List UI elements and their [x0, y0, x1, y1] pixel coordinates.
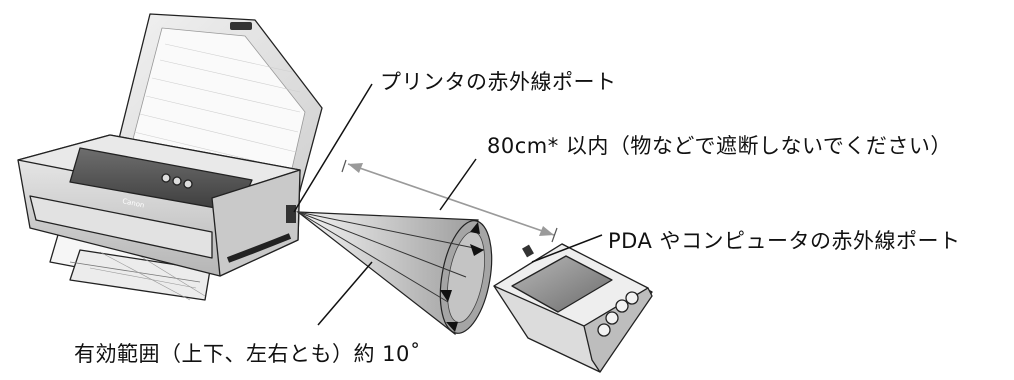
leader-lines: [293, 83, 603, 326]
distance-label: 80cm* 以内（物などで遮断しないでください）: [487, 134, 952, 158]
distance-arrow: [341, 159, 558, 243]
pda-device: [493, 243, 653, 373]
effective-range-label: 有効範囲（上下、左右とも）約 10˚: [74, 342, 421, 366]
leader-printer-port: [293, 83, 373, 213]
pda-ir-port: [522, 244, 534, 258]
printer: Canon: [17, 13, 323, 301]
leader-distance: [439, 158, 477, 211]
leader-range: [317, 261, 373, 326]
leader-pda-port: [531, 234, 603, 263]
pda-ir-port-label: PDA やコンピュータの赤外線ポート: [608, 229, 961, 253]
printer-ir-port-label: プリンタの赤外線ポート: [380, 70, 617, 94]
printer-ir-port: [286, 205, 296, 223]
ir-beam-cone: [296, 211, 493, 336]
printer-body: [17, 134, 301, 277]
